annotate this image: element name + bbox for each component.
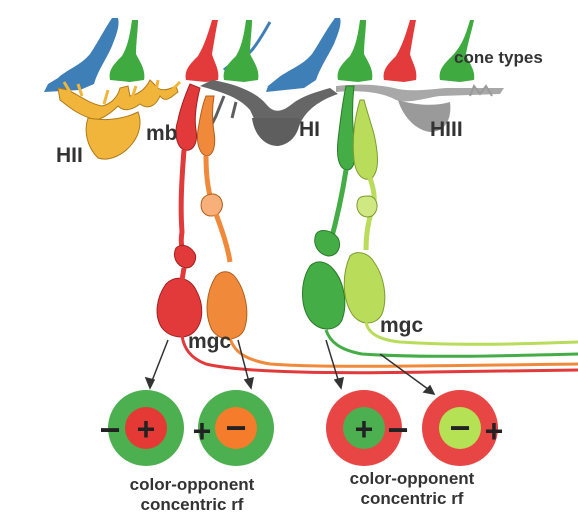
hiii-horizontal-cell [336, 83, 504, 132]
receptive-field-lightgreen-off: − + [422, 390, 503, 466]
rf-center [343, 407, 385, 449]
cone-row [44, 18, 475, 92]
m-cone-1 [109, 20, 145, 82]
rf-center [125, 407, 167, 449]
rf-surround-sign: − [387, 409, 408, 450]
rf-center-sign: + [137, 411, 156, 447]
receptive-field-orange-off: − + [193, 390, 274, 466]
midget-ganglion-light-green [343, 252, 578, 346]
rf-center-sign: + [355, 411, 374, 447]
rf-center-sign: − [225, 407, 246, 448]
arrow-orange-rf [237, 339, 251, 387]
midget-bipolar-red [173, 83, 201, 269]
midget-bipolar-light-green [352, 99, 378, 251]
rf-surround-sign: + [485, 413, 504, 449]
midget-bipolar-orange [197, 95, 233, 263]
label-hi: HI [299, 118, 320, 141]
caption-left-line2: concentric rf [141, 495, 244, 514]
hii-horizontal-cell [57, 79, 182, 160]
receptive-field-green-on: + − [326, 390, 409, 466]
caption-left-line1: color-opponent [130, 475, 255, 494]
receptive-field-red-on: + − [99, 390, 184, 466]
rf-surround-sign: − [99, 409, 120, 450]
s-cone-1 [44, 18, 119, 92]
arrow-red-rf [149, 339, 169, 387]
midget-ganglion-red [156, 267, 578, 375]
label-hiii: HIII [430, 118, 463, 141]
rf-surround-sign: + [193, 413, 212, 449]
arrow-green-rf [325, 339, 341, 387]
label-hii: HII [56, 144, 83, 167]
label-cone-types: cone types [454, 48, 543, 67]
m-cone-3 [337, 20, 373, 82]
rf-center [215, 407, 257, 449]
rf-center [439, 407, 481, 449]
m-cone-4 [439, 20, 475, 82]
caption-right-line1: color-opponent [350, 469, 475, 488]
midget-ganglion-green [302, 261, 578, 358]
label-mb: mb [146, 122, 178, 145]
label-mgc-right: mgc [380, 314, 424, 337]
midget-bipolar-green [314, 85, 356, 257]
s-cone-2 [266, 18, 341, 92]
rf-arrows [144, 339, 436, 396]
hi-horizontal-cell [200, 80, 338, 146]
l-cone-1 [185, 20, 219, 82]
arrow-lightgreen-rf [379, 353, 433, 393]
label-mgc-left: mgc [188, 330, 232, 353]
caption-right-line2: concentric rf [361, 489, 464, 508]
m-cone-2 [223, 20, 259, 82]
rf-center-sign: − [449, 407, 470, 448]
l-cone-2 [383, 20, 417, 82]
